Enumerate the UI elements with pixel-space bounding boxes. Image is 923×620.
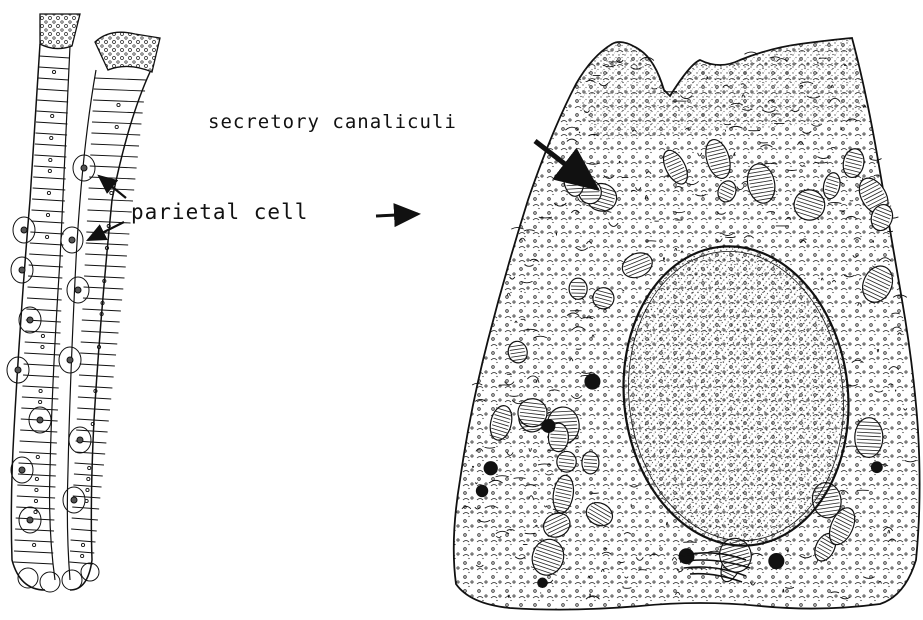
gastric-gland	[7, 14, 160, 592]
parietal-to-enlarged-arrow	[376, 214, 418, 216]
parietal-cell-label: parietal cell	[131, 200, 308, 224]
secretory-canaliculi-label: secretory canaliculi	[208, 111, 457, 133]
parietal-arrow-lower	[88, 222, 124, 240]
parietal-cell-enlarged	[454, 38, 920, 610]
